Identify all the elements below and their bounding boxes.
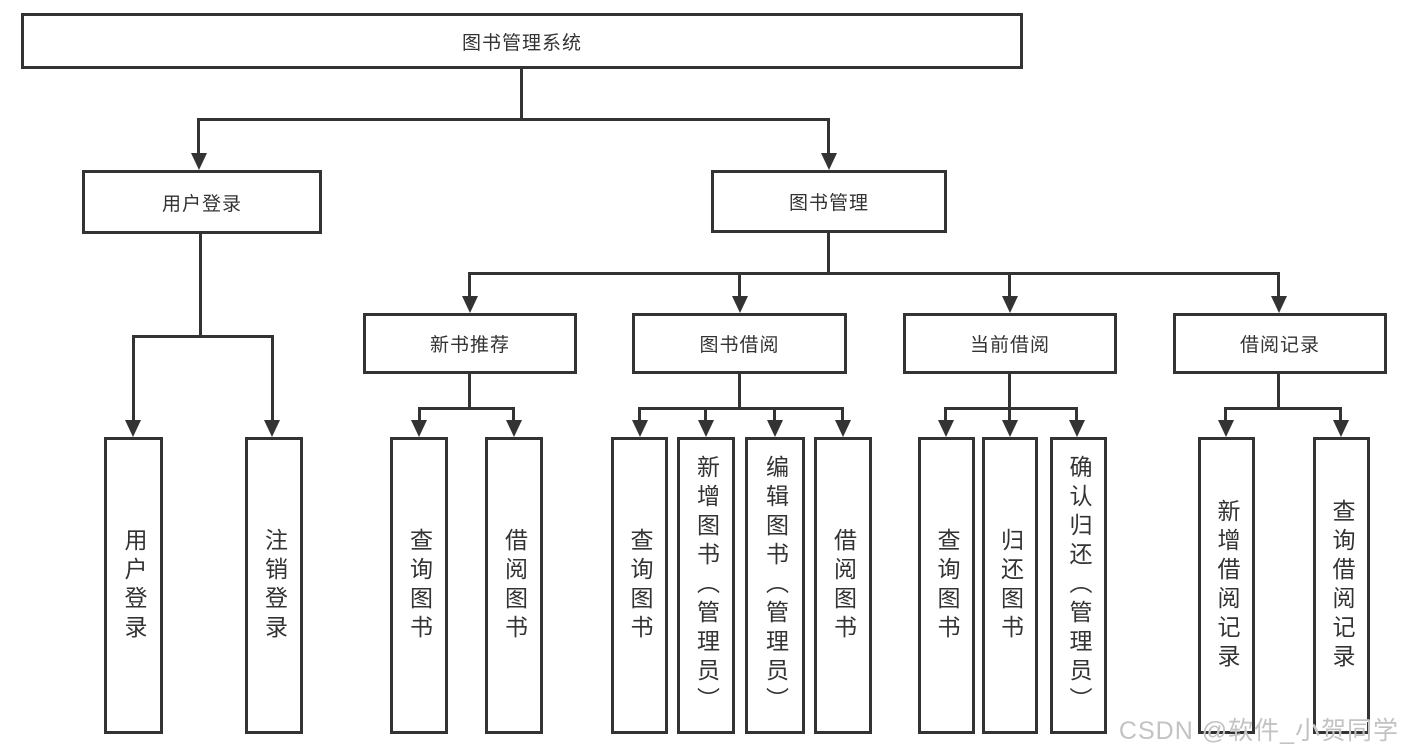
connector-br-drop1: [1224, 407, 1227, 422]
connector-cb-hline: [944, 407, 1078, 410]
arrow-new-book-recommend: [462, 296, 478, 313]
connector-rec-hline: [418, 407, 515, 410]
node-leaf-br-query-record: 查询借阅记录: [1313, 437, 1370, 734]
arrow-bb-add-book: [698, 420, 714, 437]
arrow-leaf-logout: [264, 420, 280, 437]
connector-cb-drop3: [1075, 407, 1078, 422]
node-current-borrow: 当前借阅: [903, 313, 1117, 374]
node-root: 图书管理系统: [21, 13, 1023, 69]
arrow-bb-query-book: [632, 420, 648, 437]
connector-br-drop2: [1339, 407, 1342, 422]
arrow-rec-borrow-book: [506, 420, 522, 437]
node-leaf-cb-confirm-return: 确认归还（管理员）: [1050, 437, 1107, 734]
connector-rec-drop1: [418, 407, 421, 422]
connector-bm-hline: [468, 272, 1280, 275]
node-leaf-bb-borrow-book: 借阅图书: [814, 437, 872, 734]
connector-br-hline: [1224, 407, 1342, 410]
node-leaf-bb-edit-book: 编辑图书（管理员）: [745, 437, 805, 734]
connector-bm-drop2: [738, 272, 741, 296]
connector-ul-drop: [199, 233, 202, 335]
arrow-br-query-record: [1333, 420, 1349, 437]
connector-root-hline: [197, 118, 830, 121]
connector-bb-drop: [738, 374, 741, 407]
connector-bb-drop1: [638, 407, 641, 422]
connector-cb-drop2: [1008, 407, 1011, 422]
node-leaf-bb-query-book: 查询图书: [611, 437, 668, 734]
node-leaf-login: 用户登录: [104, 437, 163, 734]
node-leaf-cb-return-book: 归还图书: [982, 437, 1038, 734]
arrow-cb-confirm-return: [1069, 420, 1085, 437]
connector-cb-drop: [1008, 374, 1011, 407]
connector-drop-user-login: [197, 118, 200, 156]
connector-ul-drop2: [271, 335, 274, 420]
connector-cb-drop1: [944, 407, 947, 422]
node-new-book-recommend: 新书推荐: [363, 313, 577, 374]
arrow-book-mgmt: [821, 153, 837, 170]
arrow-bb-edit-book: [767, 420, 783, 437]
node-book-management: 图书管理: [711, 170, 947, 233]
arrow-bb-borrow-book: [835, 420, 851, 437]
connector-root-drop: [520, 69, 523, 118]
connector-ul-hline: [132, 335, 274, 338]
arrow-cb-query-book: [938, 420, 954, 437]
node-leaf-bb-add-book: 新增图书（管理员）: [677, 437, 735, 734]
connector-bb-drop2: [704, 407, 707, 422]
arrow-rec-query-book: [411, 420, 427, 437]
connector-rec-drop2: [512, 407, 515, 422]
arrow-current-borrow: [1002, 296, 1018, 313]
node-user-login: 用户登录: [82, 170, 322, 234]
node-leaf-logout: 注销登录: [245, 437, 303, 734]
node-book-borrow: 图书借阅: [632, 313, 847, 374]
arrow-book-borrow: [732, 296, 748, 313]
connector-drop-book-mgmt: [827, 118, 830, 156]
connector-bm-drop3: [1008, 272, 1011, 296]
connector-rec-drop: [468, 374, 471, 407]
node-leaf-rec-query-book: 查询图书: [390, 437, 448, 734]
connector-bb-drop4: [841, 407, 844, 422]
connector-ul-drop1: [132, 335, 135, 420]
arrow-br-add-record: [1218, 420, 1234, 437]
connector-bm-drop1: [468, 272, 471, 296]
connector-bm-drop: [827, 233, 830, 272]
arrow-user-login: [191, 153, 207, 170]
arrow-leaf-login: [125, 420, 141, 437]
connector-bb-hline: [638, 407, 844, 410]
connector-br-drop: [1277, 374, 1280, 407]
arrow-cb-return-book: [1002, 420, 1018, 437]
connector-bm-drop4: [1277, 272, 1280, 296]
node-leaf-cb-query-book: 查询图书: [918, 437, 975, 734]
arrow-borrow-record: [1271, 296, 1287, 313]
csdn-watermark: CSDN @软件_小贺同学: [1118, 717, 1399, 745]
node-borrow-record: 借阅记录: [1173, 313, 1387, 374]
connector-bb-drop3: [773, 407, 776, 422]
node-leaf-br-add-record: 新增借阅记录: [1198, 437, 1255, 734]
node-leaf-rec-borrow-book: 借阅图书: [485, 437, 543, 734]
